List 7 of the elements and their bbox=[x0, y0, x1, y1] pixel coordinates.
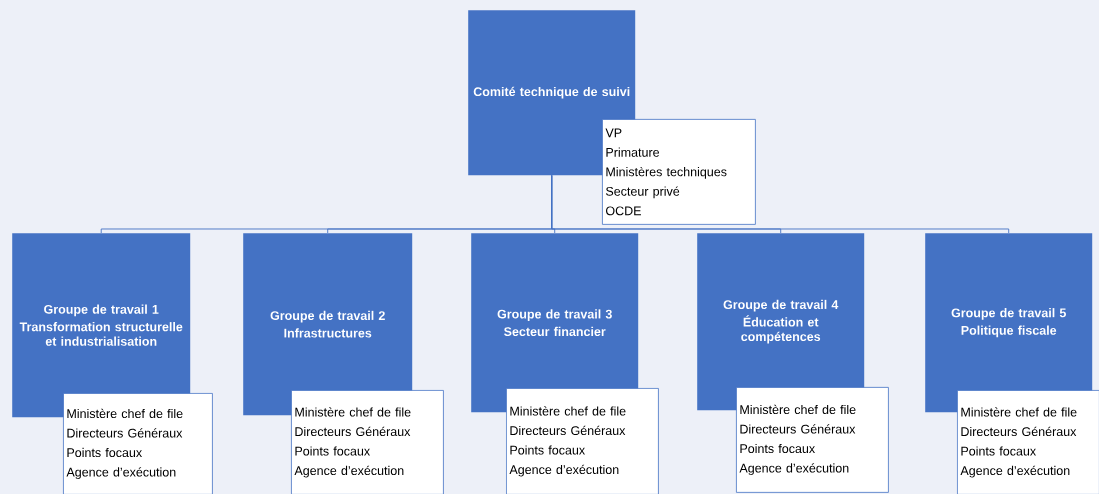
member-list-box: VP Primature Ministères techniques Secteur privé OCDE bbox=[602, 119, 756, 225]
connector-line bbox=[551, 174, 1010, 234]
member-list-box: Ministère chef de file Directeurs Généraux Points focaux Agence d’exécution bbox=[506, 388, 659, 494]
member-list-box: Ministère chef de file Directeurs Généraux Points focaux Agence d’exécution bbox=[957, 390, 1099, 494]
member-list-box: Ministère chef de file Directeurs Généraux Points focaux Agence d’exécution bbox=[736, 387, 889, 493]
member-list-box: Ministère chef de file Directeurs Généraux Points focaux Agence d’exécution bbox=[291, 390, 444, 494]
member-list-box: Ministère chef de file Directeurs Généraux Points focaux Agence d’exécution bbox=[63, 393, 213, 494]
